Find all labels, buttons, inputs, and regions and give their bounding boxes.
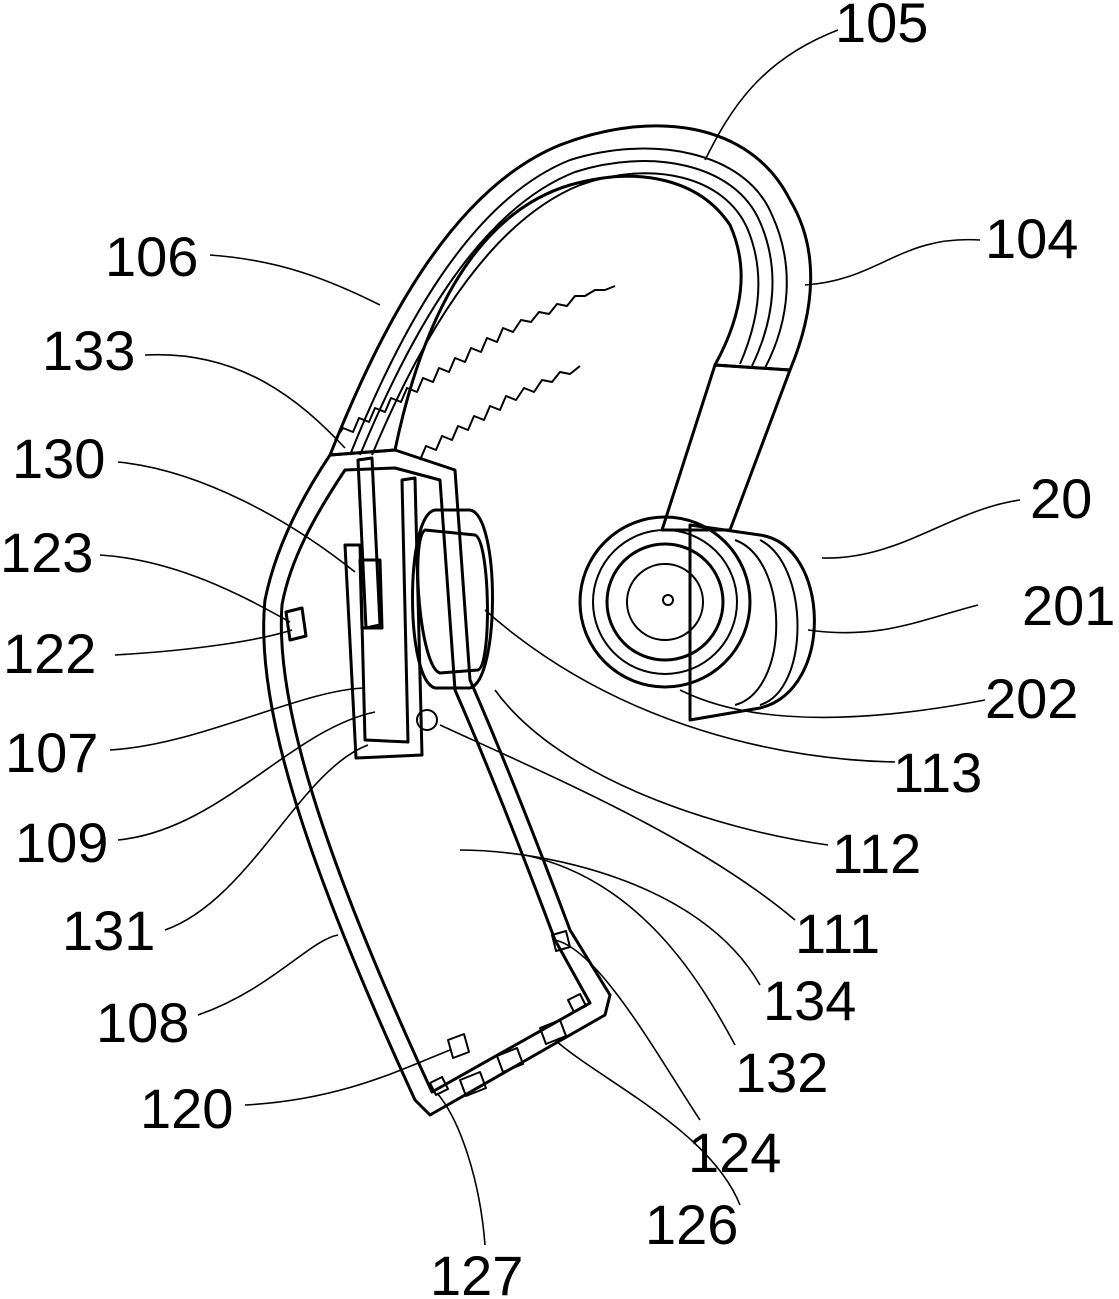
label-127: 127 <box>430 1244 523 1299</box>
label-201: 201 <box>1022 574 1115 637</box>
label-108: 108 <box>96 991 189 1054</box>
label-202: 202 <box>985 667 1078 730</box>
label-130: 130 <box>12 427 105 490</box>
housing <box>264 450 610 1115</box>
label-105: 105 <box>835 0 928 54</box>
label-131: 131 <box>62 899 155 962</box>
label-20: 20 <box>1030 467 1092 530</box>
label-126: 126 <box>645 1193 738 1256</box>
label-124: 124 <box>688 1121 781 1184</box>
label-134: 134 <box>763 969 856 1032</box>
label-120: 120 <box>140 1077 233 1140</box>
label-112: 112 <box>832 822 921 885</box>
label-122: 122 <box>3 622 96 685</box>
internal-plates <box>345 458 422 758</box>
label-123: 123 <box>0 521 93 584</box>
label-104: 104 <box>985 207 1078 270</box>
label-111: 111 <box>795 902 880 965</box>
label-107: 107 <box>5 721 98 784</box>
hook-stem <box>662 365 790 530</box>
label-113: 113 <box>893 741 982 804</box>
label-133: 133 <box>42 319 135 382</box>
leader-lines <box>100 30 1020 1245</box>
label-132: 132 <box>735 1041 828 1104</box>
label-106: 106 <box>105 225 198 288</box>
ear-bud <box>580 517 814 720</box>
ear-hook <box>330 126 811 460</box>
label-109: 109 <box>15 811 108 874</box>
